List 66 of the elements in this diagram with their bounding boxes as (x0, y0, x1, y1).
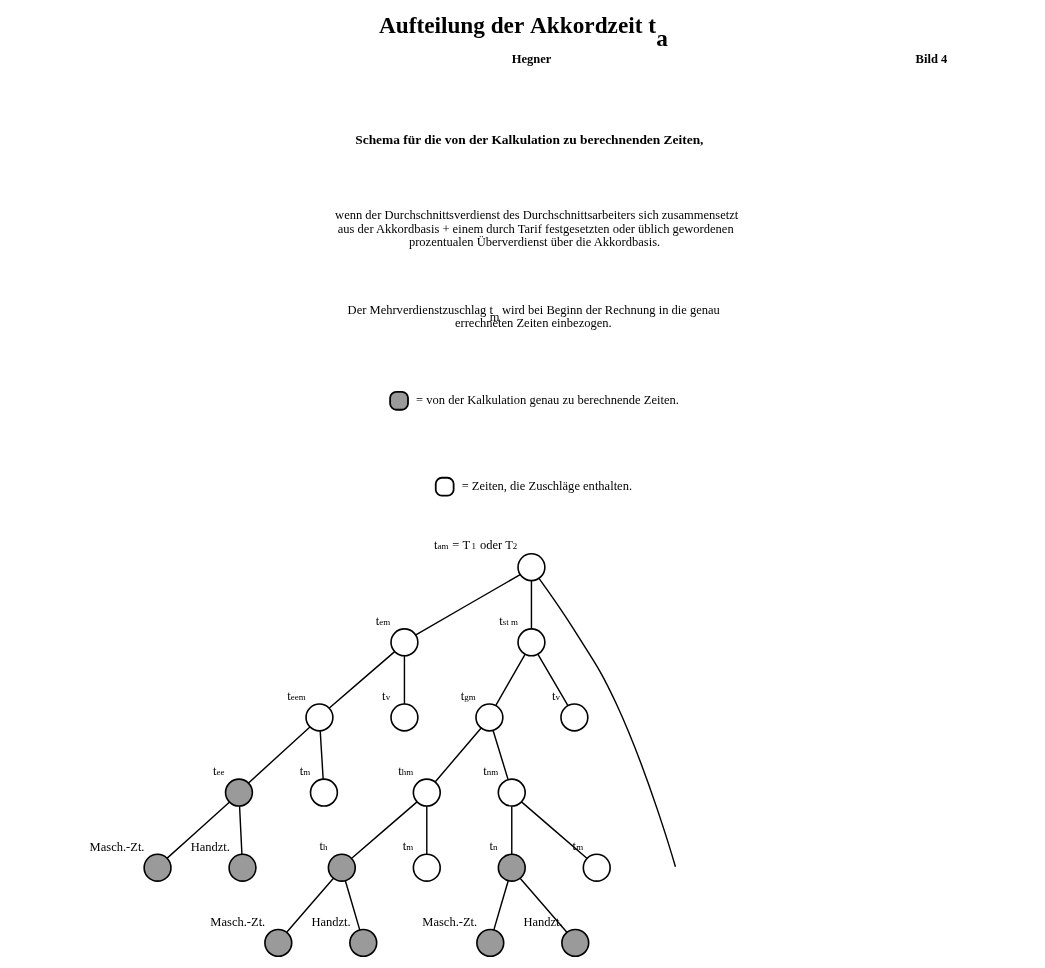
connector (493, 880, 509, 931)
connector (426, 805, 428, 855)
node-label: tem (375, 613, 391, 628)
node-circle (412, 853, 441, 882)
connector (328, 650, 396, 709)
connector (344, 880, 361, 931)
connector (530, 580, 533, 630)
connector (247, 726, 311, 784)
node-circle (497, 778, 526, 807)
connector (492, 729, 509, 781)
node-label: teem (287, 688, 306, 703)
node-label: tv (382, 688, 391, 703)
node-label: tm (402, 839, 414, 854)
node-label: Masch.-Zt. (210, 915, 266, 930)
node-circle (349, 928, 378, 958)
connector (511, 805, 513, 855)
connector (495, 653, 526, 707)
node-label: tgm (460, 688, 476, 703)
connector (238, 805, 243, 855)
node-circle (561, 928, 590, 958)
node-label: tam = T1 oder T2 (433, 538, 518, 553)
node-circle (476, 928, 505, 958)
node-circle (517, 552, 546, 582)
node-circle (228, 853, 257, 882)
node-circle (560, 703, 589, 732)
connector (520, 801, 588, 859)
node-label: tv (552, 688, 561, 703)
node-circle (305, 703, 334, 732)
label: Hegner (511, 52, 552, 67)
node-circle (143, 853, 172, 882)
label: Bild 4 (915, 52, 948, 67)
node-label: th (319, 839, 328, 854)
node-circle (390, 628, 419, 657)
legend-label: = von der Kalkulation genau zu berechnende Zeiten. (416, 393, 679, 408)
connector (537, 653, 569, 707)
connector (434, 727, 482, 783)
label: Schema für die von der Kalkulation zu berechnenden Zeiten, (355, 131, 704, 147)
node-circle (390, 703, 419, 732)
connector (351, 801, 418, 859)
node-label: tnm (483, 763, 499, 778)
node-label: tst m (499, 613, 518, 628)
node-circle (412, 778, 441, 807)
connector (415, 573, 521, 636)
node-label: Handzt. (190, 839, 230, 854)
node-label: tn (489, 839, 498, 854)
connector (166, 801, 230, 859)
connector (286, 877, 334, 933)
node-label: tm (299, 763, 311, 778)
node-label: Masch.-Zt. (89, 839, 145, 854)
node-circle (497, 853, 526, 882)
connector (319, 730, 324, 780)
node-label: Masch.-Zt. (422, 915, 478, 930)
node-circle (224, 778, 254, 807)
node-circle (264, 928, 293, 958)
label: wenn der Durchschnittsverdienst des Durchschnittsarbeiters sich zusammensetzt aus der Akkordbasis + einem durch Tarif festgesetzten oder üblich gewordenen prozentualen Überverdienst über die Akkordbasis. (335, 208, 739, 250)
connector (538, 577, 677, 868)
node-circle (309, 778, 339, 807)
connector (403, 655, 406, 705)
node-circle (327, 853, 357, 882)
node-label: tee (213, 763, 225, 778)
node-circle (475, 703, 504, 732)
node-label: thm (398, 763, 414, 778)
node-circle (582, 853, 611, 882)
node-label: Handzt. (311, 915, 351, 930)
legend-label: = Zeiten, die Zuschläge enthalten. (461, 478, 633, 493)
node-circle (517, 628, 546, 657)
